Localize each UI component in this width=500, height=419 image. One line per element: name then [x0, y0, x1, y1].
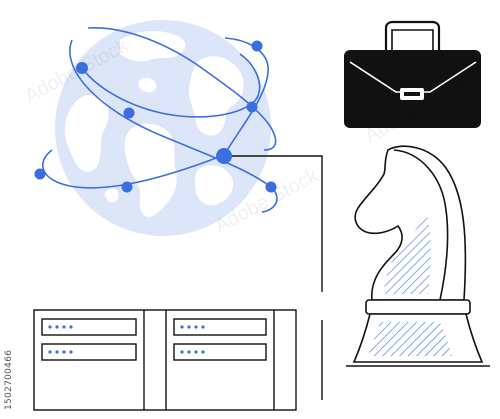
briefcase-clasp-inner: [404, 92, 420, 96]
server-rack-icon: [33, 309, 297, 411]
globe-land-islands: [104, 77, 157, 203]
orbit-path-2: [81, 53, 261, 118]
server-led: [48, 350, 52, 354]
server-led: [201, 325, 205, 329]
server-unit: [41, 343, 137, 361]
server-led: [194, 350, 198, 354]
server-unit: [173, 318, 267, 336]
orbit-path-3: [223, 37, 269, 156]
knight-hatch-neck: [384, 212, 431, 294]
orbit-node-hub: [216, 148, 232, 164]
knight-mane: [393, 149, 449, 301]
server-led: [55, 350, 59, 354]
briefcase-handle-inner: [391, 29, 434, 50]
orbit-network-icon: [42, 27, 278, 213]
orbit-path-1: [69, 39, 278, 213]
orbit-node: [76, 62, 88, 74]
globe-land-center: [124, 123, 177, 217]
orbit-path-4: [42, 149, 225, 189]
server-led: [180, 350, 184, 354]
orbit-node: [121, 181, 133, 193]
connector-hub-to-knight: [232, 155, 323, 292]
chess-knight-icon: [346, 145, 490, 367]
orbit-node: [123, 107, 135, 119]
briefcase-handle: [384, 20, 441, 50]
server-led: [62, 325, 66, 329]
server-led: [187, 325, 191, 329]
server-led: [69, 350, 73, 354]
server-led: [62, 350, 66, 354]
server-led: [69, 325, 73, 329]
server-led: [201, 350, 205, 354]
server-led: [194, 325, 198, 329]
server-leds: [48, 325, 205, 354]
stock-id-text: 1502700466: [4, 349, 14, 410]
server-led: [180, 325, 184, 329]
server-unit: [41, 318, 137, 336]
server-led: [48, 325, 52, 329]
stock-id-label: 1502700466: [4, 300, 16, 410]
orbit-path-5: [87, 27, 277, 151]
knight-hatch-base: [368, 322, 452, 356]
knight-head: [354, 145, 467, 301]
globe-icon: [55, 20, 271, 236]
orbit-node: [246, 101, 258, 113]
orbit-nodes: [34, 40, 277, 193]
knight-collar: [365, 299, 471, 315]
orbit-node: [34, 168, 46, 180]
globe-land-southeast: [194, 165, 234, 206]
orbit-node: [251, 40, 263, 52]
server-led: [55, 325, 59, 329]
globe-land-west: [64, 95, 109, 172]
briefcase-icon: [344, 20, 481, 128]
connector-lines: [232, 155, 323, 400]
server-unit: [173, 343, 267, 361]
globe-land-north: [120, 31, 186, 62]
orbit-node: [265, 181, 277, 193]
globe-land-east: [188, 56, 244, 136]
server-led: [187, 350, 191, 354]
